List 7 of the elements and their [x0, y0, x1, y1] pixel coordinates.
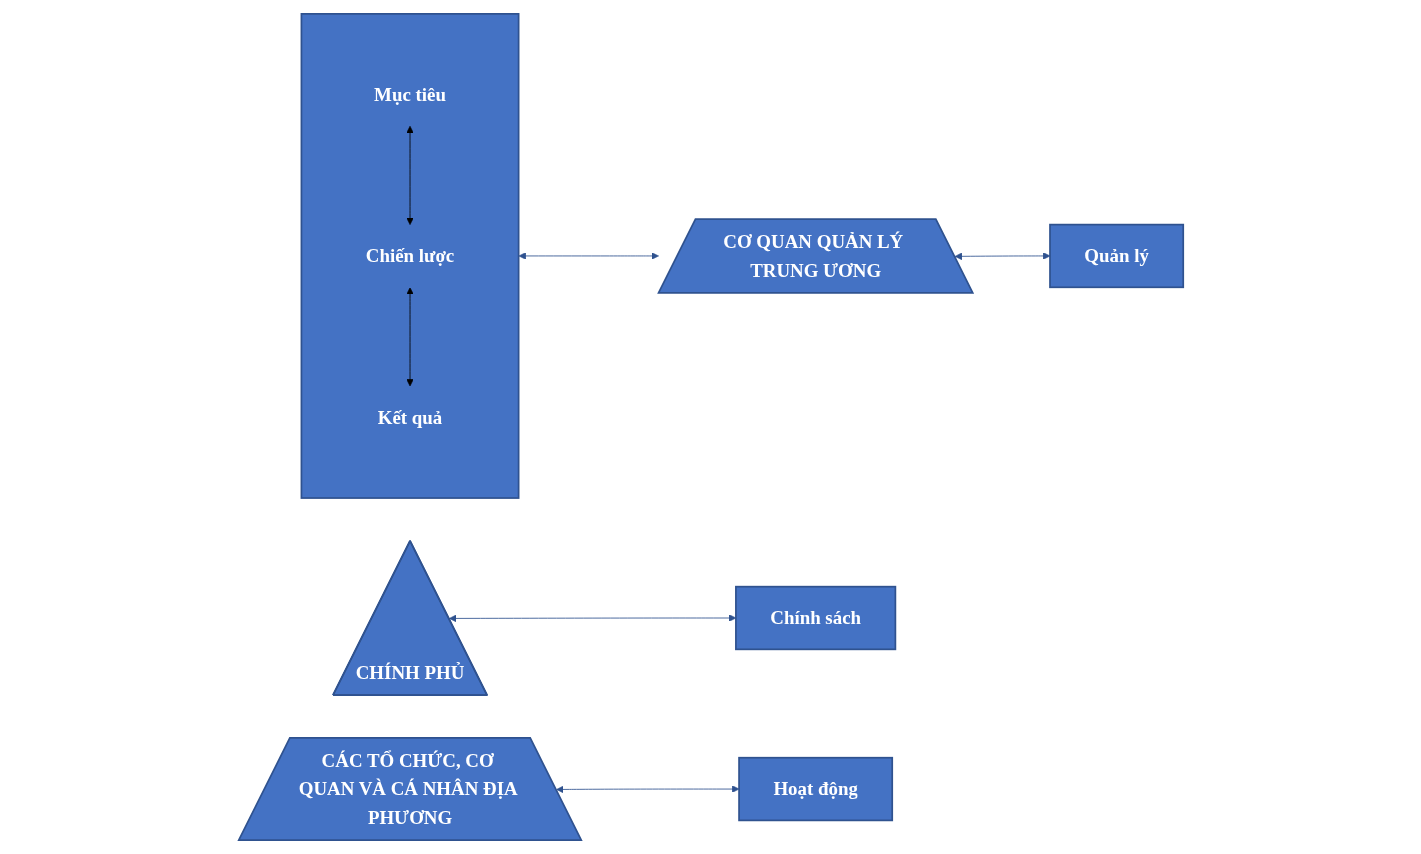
- node-box: Hoạt động: [737, 756, 893, 822]
- node-box: Quản lý: [1048, 223, 1184, 289]
- node-text: Kết quả: [377, 406, 442, 429]
- node-text: Chiến lược: [365, 245, 454, 267]
- cluster: [300, 13, 519, 499]
- node-text: Mục tiêu: [373, 83, 446, 106]
- node-box: Chính sách: [734, 585, 896, 651]
